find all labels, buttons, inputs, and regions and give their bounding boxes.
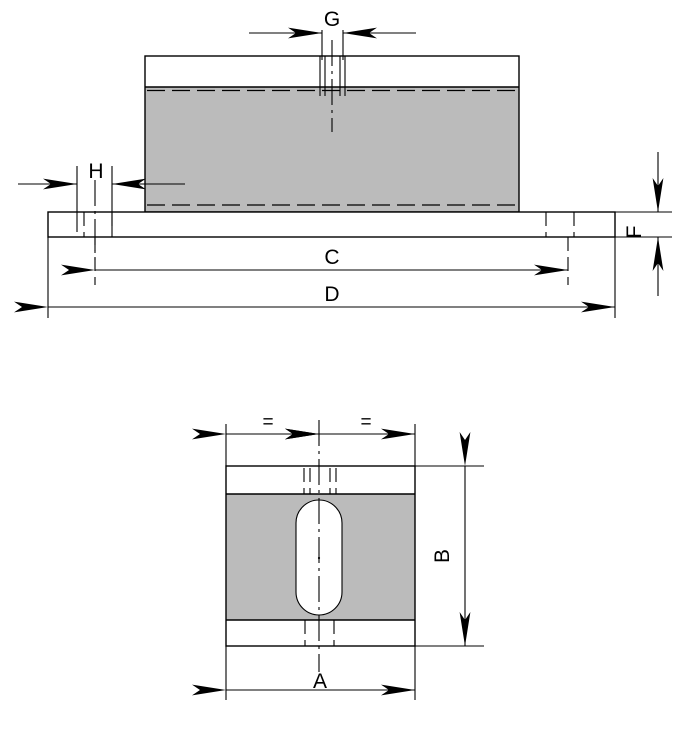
base-plate-fill <box>48 212 615 237</box>
dimension-label-f: F <box>623 226 646 239</box>
dimension-label-c: C <box>324 246 339 269</box>
dimension-label-h: H <box>88 160 103 183</box>
dimension-A: A <box>192 646 416 700</box>
dimension-label-g: G <box>324 8 340 31</box>
front-elevation-view: G H F C <box>14 8 672 318</box>
dimension-H: H <box>18 160 185 260</box>
dimension-C: C <box>61 237 569 285</box>
dimension-label-b: B <box>431 549 454 563</box>
dimension-label-a: A <box>313 670 327 693</box>
block-gray-body <box>145 87 519 212</box>
base-plate <box>47 211 616 238</box>
dimension-label-eq-left: = <box>262 412 273 433</box>
dimension-symmetry: = = <box>192 412 416 466</box>
base-plate-outline <box>47 211 616 238</box>
dimension-D: D <box>14 237 616 318</box>
plan-plate-outline <box>225 465 416 647</box>
plan-hidden-marks <box>303 468 337 646</box>
plan-view: = = B A <box>192 412 484 700</box>
dimension-G: G <box>249 8 416 96</box>
dimension-label-d: D <box>324 283 339 306</box>
plan-bottom-white-band <box>226 620 415 646</box>
plan-plate <box>225 465 416 647</box>
plan-top-white-band <box>226 466 415 494</box>
dimension-B: B <box>415 432 484 647</box>
dimension-label-eq-right: = <box>360 412 371 433</box>
upper-block <box>144 55 520 213</box>
dimension-F: F <box>615 152 672 296</box>
